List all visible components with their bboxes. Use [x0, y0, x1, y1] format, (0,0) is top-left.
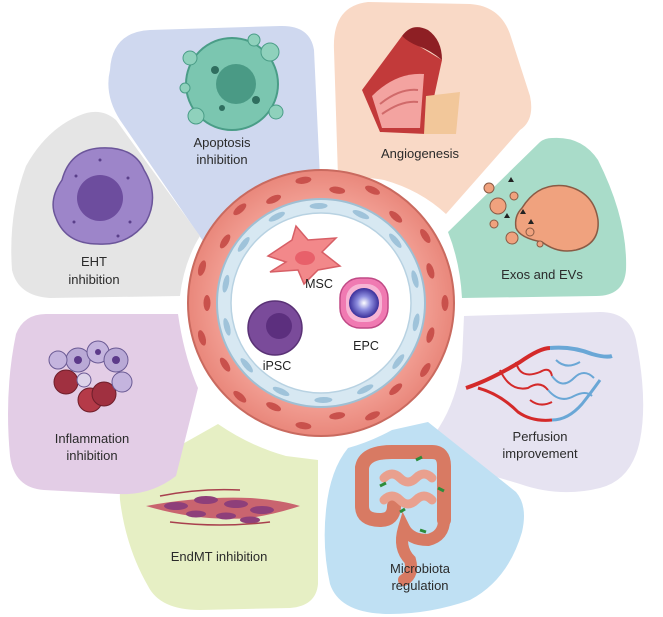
endothelial-nucleus: [240, 358, 253, 373]
smooth-muscle-nucleus: [426, 327, 435, 343]
immune-cells-icon: [48, 340, 133, 413]
endothelial-nucleus: [272, 386, 290, 397]
vascular-network-icon: [465, 345, 613, 422]
blood-vessel-icon: [362, 27, 460, 134]
endothelial-cells-icon: [146, 488, 300, 526]
smooth-muscle-nucleus: [266, 402, 282, 412]
smooth-muscle-nucleus: [233, 203, 247, 216]
ipsc-label: iPSC: [263, 359, 291, 373]
smooth-muscle-nucleus: [203, 295, 211, 311]
smooth-muscle-nucleus: [295, 176, 312, 184]
msc-cell: [266, 224, 342, 286]
smooth-muscle-nucleus: [389, 383, 403, 396]
panel-exos-and-evs: Exos and EVs: [448, 137, 627, 298]
panel-microbiota-regulation: Microbiota regulation: [324, 422, 524, 614]
smooth-muscle-nucleus: [441, 295, 449, 311]
smooth-muscle-nucleus: [295, 422, 312, 430]
panel-perfusion-improvement: Perfusion improvement: [430, 312, 644, 493]
endothelial-nucleus: [357, 384, 374, 395]
endothelial-nucleus: [309, 202, 328, 210]
apoptosis-label-line1: Apoptosis: [193, 135, 251, 150]
smooth-muscle-nucleus: [219, 234, 231, 249]
smooth-muscle-nucleus: [219, 357, 231, 372]
panel-inflammation-inhibition: Inflammation inhibition: [8, 314, 198, 495]
apoptosis-label-line2: inhibition: [196, 152, 247, 167]
smooth-muscle-nuclei: [197, 176, 449, 430]
endothelial-nucleus: [389, 233, 402, 248]
central-vessel: MSC iPSC EPC: [187, 169, 455, 437]
endothelial-nucleus: [392, 354, 405, 369]
eht-label-line2: inhibition: [68, 272, 119, 287]
endothelial-nucleus: [237, 237, 250, 252]
endmt-label: EndMT inhibition: [171, 549, 268, 564]
smooth-muscle-nucleus: [365, 185, 380, 195]
epc-label: EPC: [353, 339, 379, 353]
inflammation-label-line2: inhibition: [66, 448, 117, 463]
smooth-muscle-nucleus: [233, 390, 247, 403]
epc-cell: [339, 277, 389, 329]
intestine-icon: [355, 445, 451, 586]
smooth-muscle-nucleus: [389, 210, 403, 223]
endothelial-nucleus: [412, 313, 420, 332]
smooth-muscle-nucleus: [197, 330, 207, 346]
endothelial-nucleus: [314, 396, 333, 404]
hematopoietic-cell-icon: [52, 147, 154, 245]
inflammation-label-line1: Inflammation: [55, 431, 129, 446]
endothelial-nucleus: [222, 274, 230, 293]
panel-angiogenesis: Angiogenesis: [333, 2, 532, 214]
apoptotic-cell-icon: [179, 33, 284, 131]
smooth-muscle-nucleus: [420, 363, 431, 377]
endothelial-nucleus: [411, 270, 419, 288]
exosome-vesicle-icon: [483, 177, 599, 252]
exos-label: Exos and EVs: [501, 267, 583, 282]
ipsc-cell: [247, 300, 303, 356]
eht-label-line1: EHT: [81, 254, 107, 269]
angiogenesis-label: Angiogenesis: [381, 146, 460, 161]
msc-label: MSC: [305, 277, 333, 291]
smooth-muscle-nucleus: [420, 229, 431, 243]
perfusion-label-line1: Perfusion: [513, 429, 568, 444]
perfusion-label-line2: improvement: [502, 446, 578, 461]
endothelial-nucleus: [268, 211, 285, 222]
endothelial-nucleus: [352, 209, 370, 220]
microbiota-label-line2: regulation: [391, 578, 448, 593]
endothelial-nuclei: [222, 202, 420, 404]
smooth-muscle-nucleus: [329, 186, 346, 194]
smooth-muscle-nucleus: [329, 412, 346, 420]
smooth-muscle-nucleus: [266, 194, 282, 204]
smooth-muscle-nucleus: [426, 263, 435, 279]
microbiota-label-line1: Microbiota: [390, 561, 451, 576]
smooth-muscle-nucleus: [365, 411, 380, 421]
smooth-muscle-nucleus: [197, 260, 207, 276]
panel-eht-inhibition: EHT inhibition: [11, 111, 201, 298]
endothelial-nucleus: [223, 318, 231, 336]
